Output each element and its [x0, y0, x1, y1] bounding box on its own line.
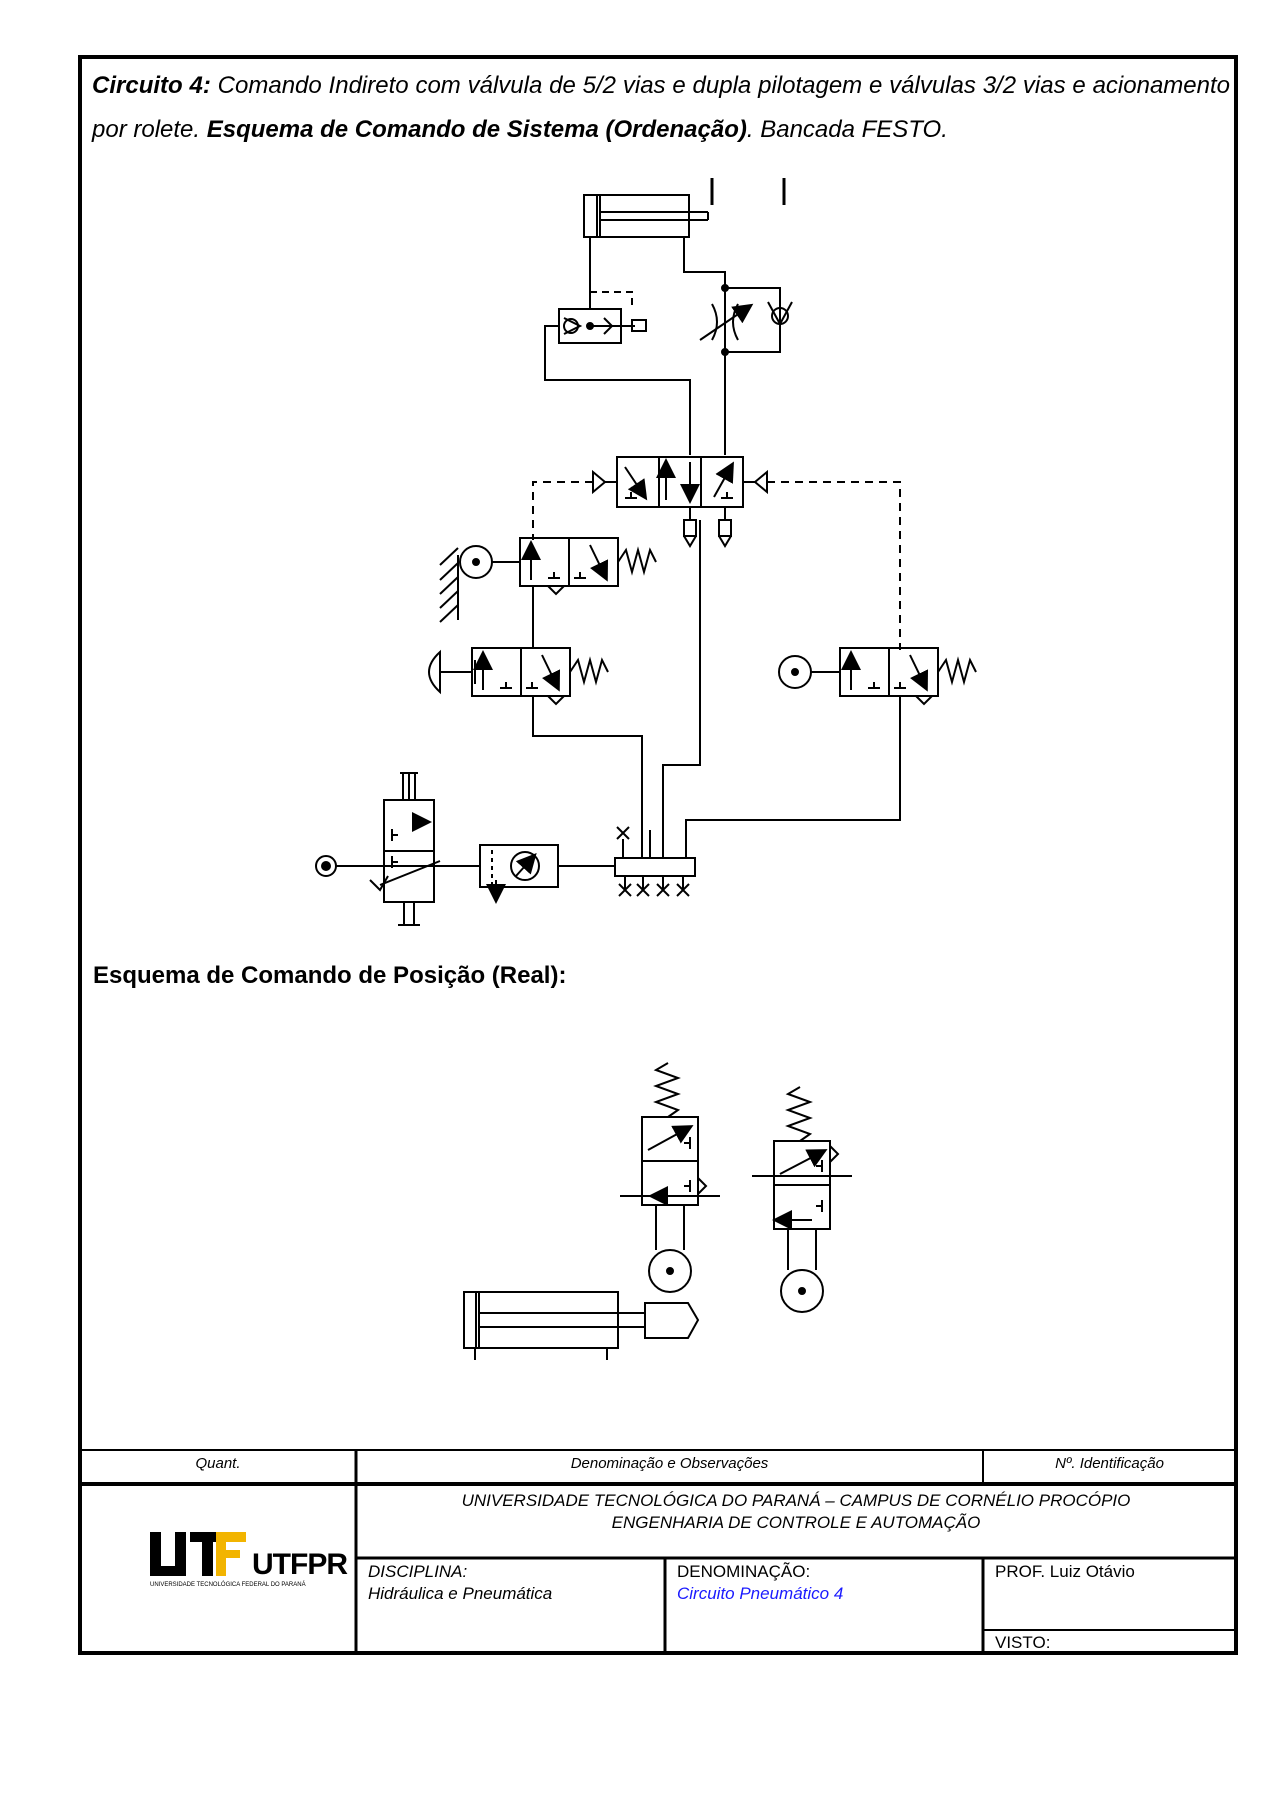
denomination-value: Circuito Pneumático 4 [677, 1584, 844, 1603]
filter-regulator [479, 844, 615, 904]
title-block-grid [80, 1449, 1236, 1653]
institution-line-1: UNIVERSIDADE TECNOLÓGICA DO PARANÁ – CAM… [461, 1491, 1131, 1510]
denomination-label: DENOMINAÇÃO: [677, 1562, 811, 1581]
position-valve-left [620, 1062, 720, 1293]
column-quantity: Quant. [195, 1455, 241, 1472]
roller-valve-3-2-upper [439, 537, 657, 623]
circuit-heading: Circuito 4: Comando Indireto com válvula… [92, 64, 1230, 152]
logo-subtitle: UNIVERSIDADE TECNOLÓGICA FEDERAL DO PARA… [150, 1582, 306, 1588]
valve-5-2-double-pilot [532, 456, 901, 650]
visto-field: VISTO: [995, 1633, 1051, 1652]
position-cylinder [463, 1291, 700, 1360]
discipline-label: DISCIPLINA: [368, 1562, 468, 1581]
double-acting-cylinder [583, 178, 786, 238]
bench-label: . Bancada FESTO. [746, 116, 948, 143]
quick-exhaust-valve [544, 237, 691, 455]
circuit-label: Circuito 4: [92, 72, 211, 99]
flow-control-valve [683, 237, 793, 455]
distribution-manifold [614, 826, 696, 897]
drawing-sheet [78, 55, 1238, 1655]
system-scheme-label: Esquema de Comando de Sistema (Ordenação… [206, 116, 747, 143]
roller-valve-3-2-right [778, 647, 977, 706]
professor-name: PROF. Luiz Otávio [995, 1562, 1135, 1581]
logo-text: UTFPR [252, 1548, 348, 1581]
column-denomination: Denominação e Observações [570, 1455, 769, 1472]
circuit-description: Comando Indireto com válvula de 5/2 vias… [92, 72, 1230, 143]
institution-line-2: ENGENHARIA DE CONTROLE E AUTOMAÇÃO [611, 1513, 981, 1532]
discipline-value: Hidráulica e Pneumática [368, 1584, 553, 1603]
push-button-valve-3-2 [428, 647, 609, 706]
column-identification: Nº. Identificação [1055, 1455, 1164, 1472]
utfpr-logo [150, 1532, 246, 1576]
position-valve-right [752, 1086, 852, 1313]
position-scheme-title: Esquema de Comando de Posição (Real): [93, 962, 567, 989]
supply-valve [315, 772, 480, 926]
